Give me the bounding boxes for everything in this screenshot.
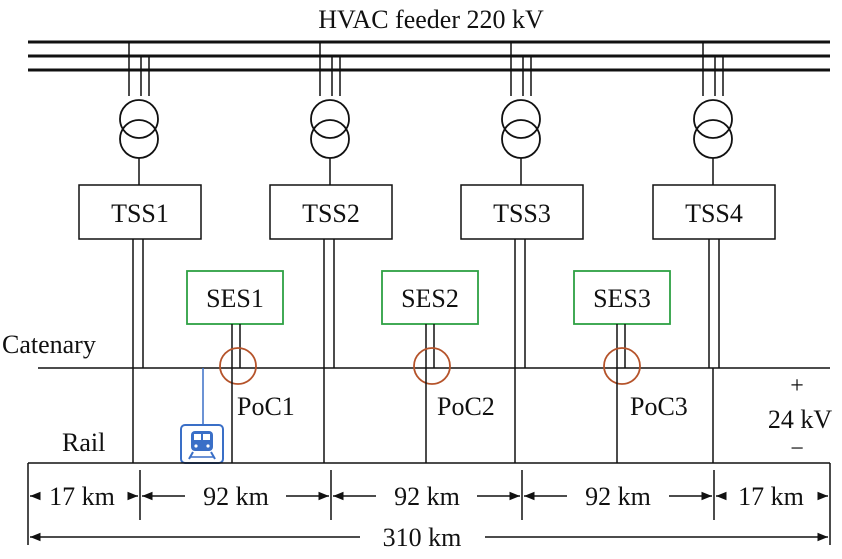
segment-5-label: 17 km: [738, 482, 804, 511]
segment-4-label: 92 km: [585, 482, 651, 511]
tss4-box: [652, 184, 776, 240]
tss-unit-2: TSS2: [269, 42, 393, 463]
tss2-label: TSS2: [302, 199, 360, 228]
ses-unit-2: SES2 PoC2: [381, 270, 495, 463]
ses2-box: [381, 270, 479, 325]
tss-unit-3: TSS3: [460, 42, 584, 463]
poc3-marker: [603, 347, 641, 385]
ses3-box: [573, 270, 671, 325]
rail-label: Rail: [62, 428, 105, 457]
hvac-feeder-lines: [28, 40, 830, 72]
segment-3-label: 92 km: [394, 482, 460, 511]
segment-1: 17 km: [30, 482, 138, 511]
tss3-box: [460, 184, 584, 240]
ses-unit-1: SES1 PoC1: [186, 270, 295, 463]
tss4-label: TSS4: [685, 199, 743, 228]
poc2-marker: [413, 347, 451, 385]
voltage-value: 24 kV: [768, 405, 833, 434]
ses-unit-3: SES3 PoC3: [573, 270, 688, 463]
total-distance: 310 km: [30, 523, 828, 552]
voltage-plus: +: [790, 373, 804, 399]
poc1-marker: [219, 347, 257, 385]
segment-2: 92 km: [142, 482, 329, 511]
voltage-minus: −: [790, 436, 804, 462]
ses3-label: SES3: [593, 284, 651, 313]
poc2-label: PoC2: [437, 392, 495, 421]
transformer-icon: [310, 99, 350, 139]
tss2-box: [269, 184, 393, 240]
ses2-label: SES2: [401, 284, 459, 313]
poc3-label: PoC3: [630, 392, 688, 421]
catenary-label: Catenary: [2, 330, 96, 359]
tss1-box: [78, 184, 202, 240]
ses1-label: SES1: [206, 284, 264, 313]
total-distance-label: 310 km: [383, 523, 462, 552]
poc1-label: PoC1: [237, 392, 295, 421]
transformer-icon: [119, 99, 159, 139]
transformer-icon: [693, 99, 733, 139]
segment-2-label: 92 km: [203, 482, 269, 511]
segment-5: 17 km: [716, 482, 828, 511]
train-icon: [180, 368, 224, 464]
feeder-label: HVAC feeder 220 kV: [318, 5, 544, 34]
segment-4: 92 km: [524, 482, 712, 511]
segment-1-label: 17 km: [49, 482, 115, 511]
segment-3: 92 km: [333, 482, 520, 511]
ses1-box: [186, 270, 284, 325]
tss-unit-1: TSS1: [78, 42, 202, 463]
tss1-label: TSS1: [111, 199, 169, 228]
transformer-icon: [501, 99, 541, 139]
tss-unit-4: TSS4: [652, 42, 776, 463]
segment-separators: [27, 463, 831, 545]
tss3-label: TSS3: [493, 199, 551, 228]
